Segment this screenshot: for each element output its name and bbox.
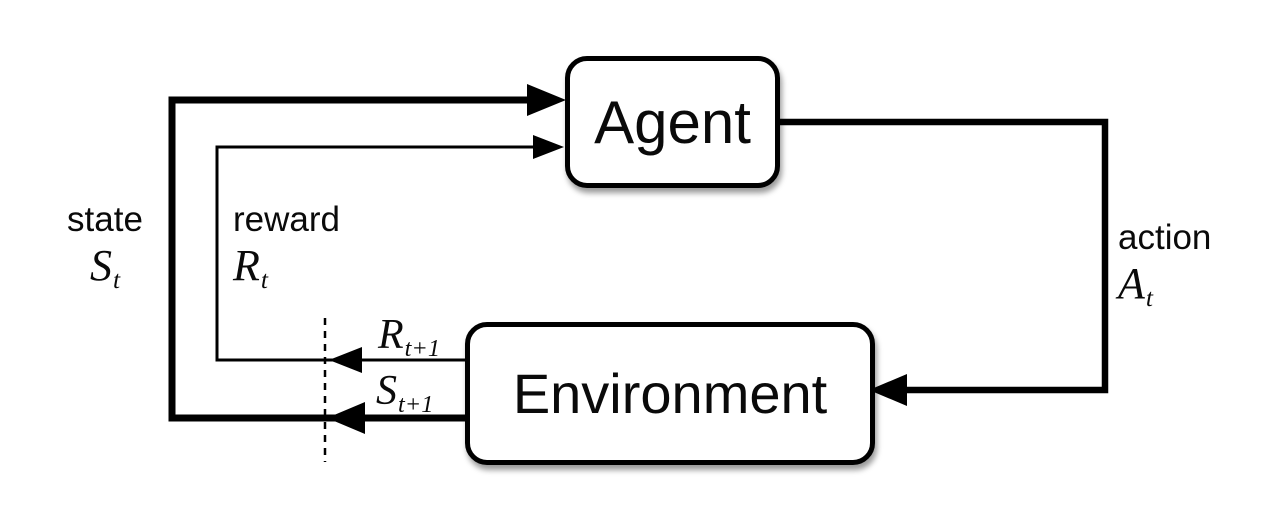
next-state-symbol: St+1 (376, 368, 434, 418)
environment-node-label: Environment (512, 362, 828, 425)
state-label-group: state St (40, 198, 170, 294)
reward-symbol: Rt (233, 240, 268, 294)
reward-arrowhead-icon (533, 135, 564, 159)
action-symbol: At (1118, 258, 1153, 312)
agent-node: Agent (565, 56, 780, 188)
environment-node: Environment (465, 322, 875, 465)
action-word: action (1118, 218, 1212, 257)
reward-label-group: reward Rt (233, 198, 340, 294)
action-arrowhead-icon (869, 374, 907, 406)
action-edge-path (766, 118, 1109, 394)
state-word: state (67, 200, 143, 239)
next-reward-symbol: Rt+1 (378, 312, 441, 362)
agent-node-label: Agent (594, 88, 751, 156)
reward-word: reward (233, 200, 340, 239)
state-edge-path (168, 96, 530, 422)
state-symbol: St (89, 240, 121, 294)
next-state-arrowhead-icon (327, 402, 365, 434)
action-label-group: action At (1118, 216, 1212, 312)
next-reward-arrowhead-icon (329, 347, 362, 373)
state-arrowhead-icon (527, 84, 566, 116)
